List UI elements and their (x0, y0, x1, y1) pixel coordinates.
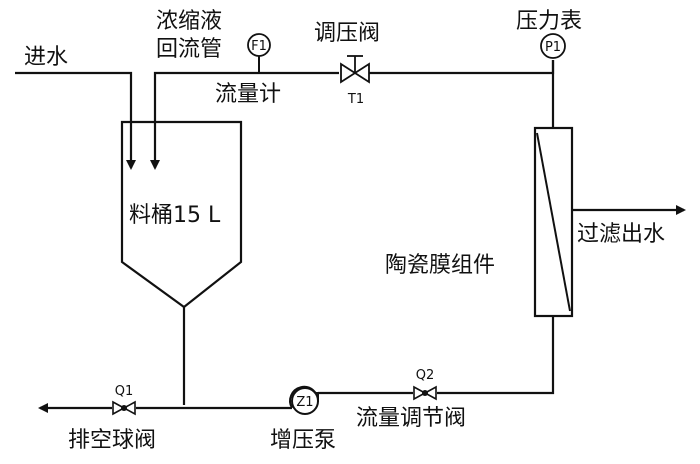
drain-ball-valve-tag: Q1 (115, 384, 134, 399)
flowmeter-label: 流量计 (215, 82, 281, 107)
membrane-diagonal (536, 132, 571, 312)
regulating-valve-label: 调压阀 (314, 21, 380, 46)
flow-regulating-valve-label: 流量调节阀 (356, 406, 466, 431)
booster-pump-tag: Z1 (296, 395, 313, 410)
pump-discharge-pipe (318, 316, 555, 395)
flowmeter-symbol (247, 33, 271, 57)
drain-ball-valve-symbol (112, 400, 136, 416)
concentrate-return-label-line1: 浓缩液 (156, 9, 222, 34)
flow-regulating-valve-tag: Q2 (416, 368, 435, 383)
pressure-gauge-symbol (540, 33, 566, 59)
regulating-valve-symbol (339, 55, 370, 84)
pressure-gauge-label: 压力表 (516, 9, 582, 34)
filtrate-out-label: 过滤出水 (577, 222, 665, 247)
inlet-water-pipe (15, 71, 136, 170)
booster-pump-label: 增压泵 (270, 428, 336, 453)
pressure-gauge-tag: P1 (545, 40, 561, 55)
membrane-module-label: 陶瓷膜组件 (385, 253, 495, 278)
regulating-valve-tag: T1 (347, 92, 364, 107)
booster-pump-symbol (289, 385, 320, 415)
flowmeter-tag: F1 (251, 39, 267, 54)
flow-regulating-valve-symbol (413, 385, 437, 401)
inlet-water-label: 进水 (24, 45, 68, 70)
tank-body (120, 120, 243, 309)
drain-ball-valve-label: 排空球阀 (68, 428, 156, 453)
tank-label: 料桶15 L (129, 203, 221, 228)
concentrate-return-label-line2: 回流管 (156, 37, 222, 62)
